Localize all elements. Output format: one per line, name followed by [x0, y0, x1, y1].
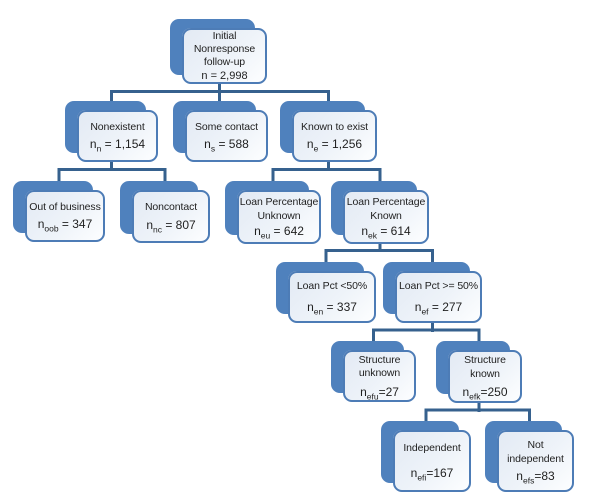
node-title: Independent	[403, 442, 461, 455]
node-count: nef = 277	[414, 299, 463, 317]
node-title: Noncontact	[144, 201, 198, 214]
node-loan-percentage-known: Loan Percentage Known nek = 614	[343, 190, 429, 244]
node-title: Loan Pct <50%	[296, 280, 368, 293]
node-title: Loan Percentage Unknown	[239, 196, 319, 222]
connector-root-to-level2	[110, 83, 330, 104]
node-independent: Independent nefi=167	[393, 430, 471, 492]
node-count: ne = 1,256	[306, 137, 363, 154]
node-count: nek = 614	[361, 224, 411, 241]
node-title: Known to exist	[301, 120, 368, 133]
node-initial-nonresponse: Initial Nonresponse follow-up n = 2,998	[182, 28, 267, 84]
node-count: nefu=27	[360, 384, 399, 401]
node-loan-pct-ge-50: Loan Pct >= 50% nef = 277	[395, 271, 482, 323]
node-title: Structure known	[464, 354, 506, 380]
node-loan-percentage-unknown: Loan Percentage Unknown neu = 642	[237, 190, 321, 244]
node-count: nn = 1,154	[89, 137, 146, 154]
node-nonexistent: Nonexistent nn = 1,154	[77, 110, 158, 162]
connector-loan-ge50-children	[372, 323, 481, 346]
node-title: Some contact	[195, 120, 258, 133]
node-title: Out of business	[29, 200, 101, 213]
node-count: nen = 337	[307, 299, 357, 317]
node-loan-pct-lt-50: Loan Pct <50% nen = 337	[288, 271, 376, 323]
node-title: Nonexistent	[90, 120, 145, 133]
node-structure-known: Structure known nefk=250	[448, 350, 522, 403]
connector-loan-known-children	[324, 244, 434, 266]
connector-nonexistent-children	[57, 162, 167, 186]
node-known-to-exist: Known to exist ne = 1,256	[292, 110, 377, 162]
connector-structure-known-children	[424, 403, 531, 426]
node-noncontact: Noncontact nnc = 807	[132, 190, 210, 243]
node-count: n = 2,998	[201, 69, 248, 82]
node-count: ns = 588	[204, 137, 249, 154]
node-title: Not independent	[507, 439, 564, 465]
node-title: Loan Pct >= 50%	[398, 280, 479, 293]
node-some-contact: Some contact ns = 588	[185, 110, 268, 162]
node-title: Loan Percentage Known	[346, 196, 426, 222]
node-count: nefk=250	[462, 385, 508, 402]
node-count: neu = 642	[254, 224, 304, 241]
connector-known-to-exist-children	[271, 162, 382, 186]
node-count: nefs=83	[516, 469, 555, 486]
node-title: Initial Nonresponse follow-up	[193, 29, 256, 68]
node-out-of-business: Out of business noob = 347	[25, 190, 105, 242]
node-count: noob = 347	[37, 217, 93, 234]
node-title: Structure unknown	[358, 353, 401, 380]
node-count: nnc = 807	[146, 217, 196, 235]
node-not-independent: Not independent nefs=83	[497, 430, 574, 492]
node-count: nefi=167	[410, 465, 454, 483]
node-structure-unknown: Structure unknown nefu=27	[343, 350, 416, 402]
